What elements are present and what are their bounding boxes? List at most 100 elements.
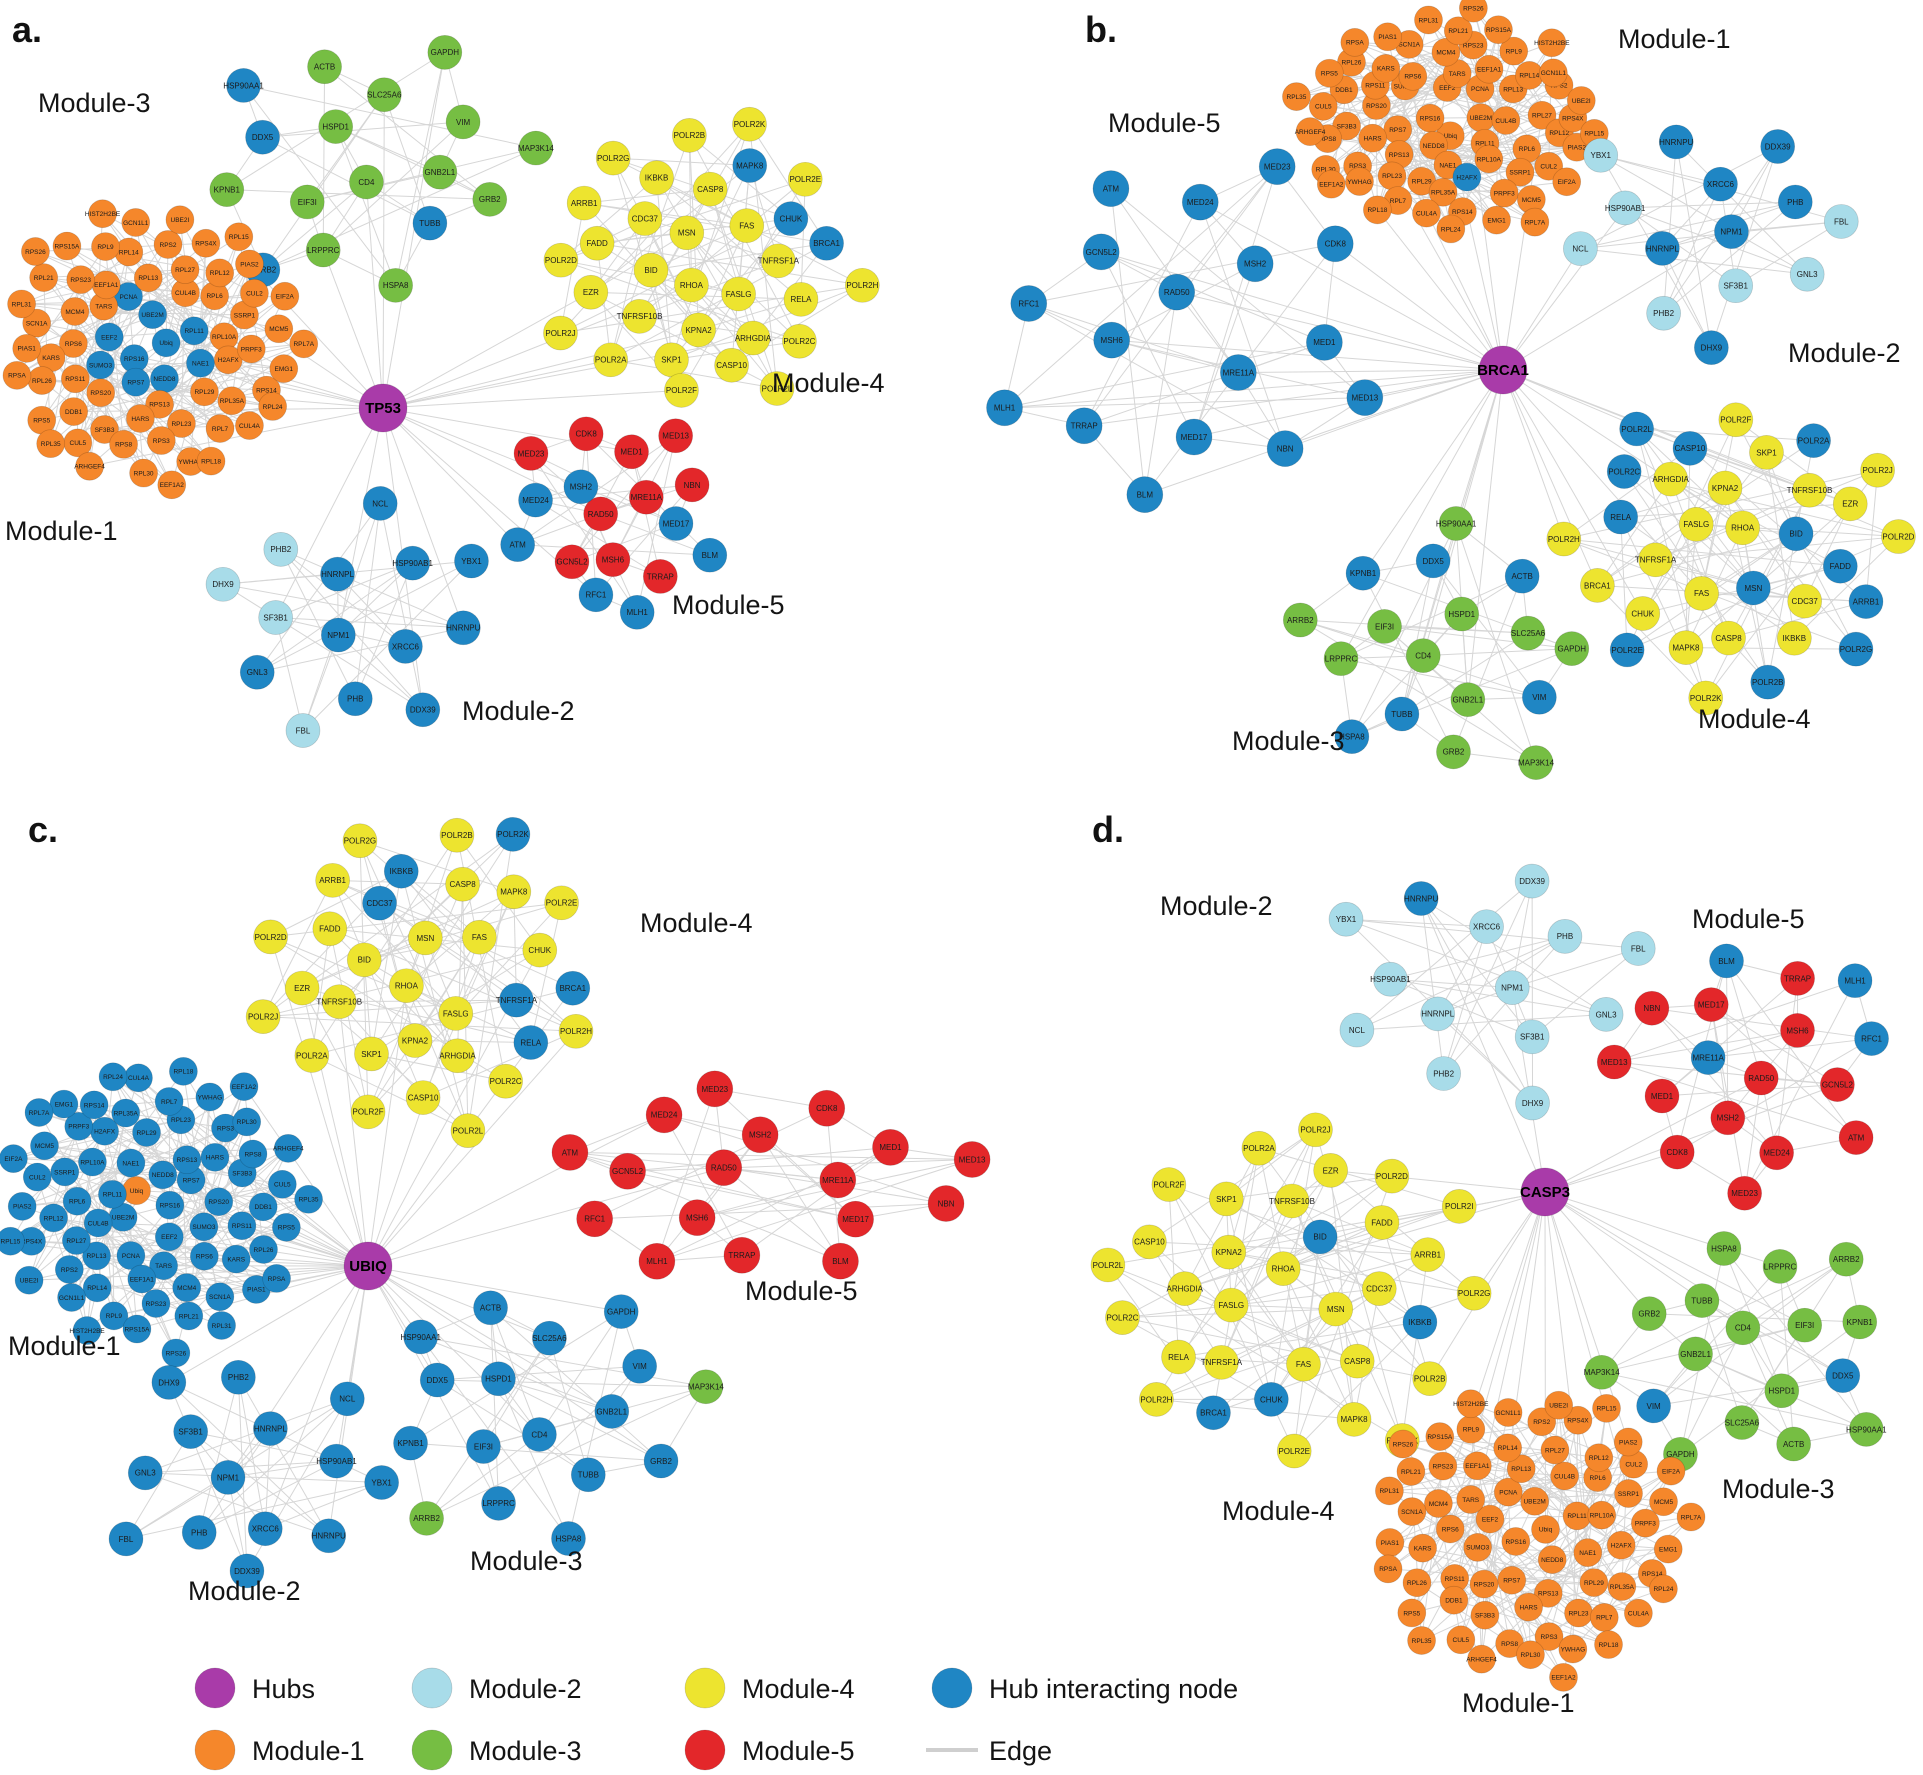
node-MRE11A[interactable]: MRE11A	[1690, 1040, 1726, 1075]
node-circle-NCL[interactable]	[329, 1381, 365, 1417]
node-circle-HSP90AA1[interactable]	[1438, 506, 1474, 541]
node-circle-GRB2[interactable]	[1631, 1296, 1667, 1332]
node-MSH6[interactable]: MSH6	[1780, 1013, 1815, 1048]
node-MED13[interactable]: MED13	[658, 418, 693, 454]
node-circle-PCNA[interactable]	[1493, 1477, 1523, 1507]
node-circle-RPL15[interactable]	[224, 222, 254, 252]
node-RPL27[interactable]: RPL27	[170, 255, 200, 284]
node-POLR2L[interactable]: POLR2L	[450, 1113, 486, 1149]
node-HSPD1[interactable]: HSPD1	[1764, 1373, 1800, 1409]
node-SUMO3[interactable]: SUMO3	[1463, 1533, 1493, 1562]
node-circle-TRRAP[interactable]	[723, 1236, 761, 1274]
node-circle-RPS3[interactable]	[1534, 1622, 1564, 1651]
node-circle-LRPPRC[interactable]	[1323, 641, 1359, 677]
node-BRCA1[interactable]: BRCA1	[1580, 568, 1615, 603]
node-RPL18[interactable]: RPL18	[1363, 195, 1392, 225]
node-EEF2[interactable]: EEF2	[94, 322, 124, 352]
node-circle-RPL7[interactable]	[1589, 1603, 1619, 1632]
node-BRCA1[interactable]: BRCA1	[809, 225, 844, 261]
node-GAPDH[interactable]: GAPDH	[1554, 631, 1590, 667]
node-circle-TNFRSF1A[interactable]	[760, 243, 796, 279]
node-CUL4A[interactable]: CUL4A	[235, 411, 264, 440]
node-circle-CASP8[interactable]	[445, 866, 480, 902]
node-circle-BID[interactable]	[346, 942, 382, 978]
node-POLR2E[interactable]: POLR2E	[787, 161, 823, 197]
node-circle-KARS[interactable]	[1371, 54, 1401, 83]
node-GCN5L2[interactable]: GCN5L2	[1082, 233, 1120, 271]
node-POLR2F[interactable]: POLR2F	[664, 372, 699, 408]
node-circle-MED24[interactable]	[645, 1096, 683, 1134]
node-RPL31[interactable]: RPL31	[1375, 1476, 1404, 1506]
node-RPL11[interactable]: RPL11	[98, 1179, 127, 1209]
node-DDB1[interactable]: DDB1	[59, 397, 89, 426]
node-HARS[interactable]: HARS	[1514, 1592, 1543, 1622]
node-circle-NAE1[interactable]	[186, 348, 215, 378]
node-circle-TNFRSF10B[interactable]	[1274, 1183, 1310, 1219]
node-circle-DHX9[interactable]	[205, 566, 241, 602]
node-RPS11[interactable]: RPS11	[60, 364, 90, 394]
node-circle-RPL27[interactable]	[170, 255, 200, 284]
node-circle-GCN5L2[interactable]	[609, 1152, 646, 1190]
node-circle-CD4[interactable]	[349, 164, 384, 200]
node-circle-YBX1[interactable]	[1583, 137, 1619, 173]
node-circle-CDK8[interactable]	[1316, 225, 1354, 263]
node-circle-POLR2F[interactable]	[1718, 402, 1754, 438]
node-circle-XRCC6[interactable]	[1703, 166, 1738, 202]
node-circle-POLR2D[interactable]	[543, 242, 579, 278]
node-GNB2L1[interactable]: GNB2L1	[1450, 682, 1486, 718]
node-circle-Ubiq[interactable]	[1531, 1515, 1560, 1544]
node-circle-FADD[interactable]	[579, 225, 615, 261]
node-SCN1A[interactable]: SCN1A	[205, 1282, 235, 1312]
node-RPS26[interactable]: RPS26	[21, 237, 50, 266]
node-CASP8[interactable]: CASP8	[1711, 620, 1746, 656]
node-POLR2G[interactable]: POLR2G	[595, 140, 631, 176]
node-RPL18[interactable]: RPL18	[196, 446, 226, 476]
node-PIAS1[interactable]: PIAS1	[1375, 1528, 1405, 1557]
node-circle-EIF3I[interactable]	[466, 1429, 501, 1464]
node-RPL18[interactable]: RPL18	[1594, 1630, 1623, 1659]
node-GRB2[interactable]: GRB2	[643, 1443, 679, 1479]
node-circle-MAPK8[interactable]	[1668, 630, 1704, 665]
node-CDC37[interactable]: CDC37	[1787, 583, 1823, 619]
node-SLC25A6[interactable]: SLC25A6	[1724, 1405, 1760, 1440]
node-FAS[interactable]: FAS	[729, 208, 765, 243]
node-HARS[interactable]: HARS	[200, 1142, 230, 1172]
node-FBL[interactable]: FBL	[1620, 931, 1656, 966]
node-circle-RAD50[interactable]	[1158, 273, 1196, 311]
node-MED24[interactable]: MED24	[518, 482, 553, 518]
node-RPL14[interactable]: RPL14	[1515, 61, 1544, 90]
node-RPS5[interactable]: RPS5	[1397, 1598, 1427, 1628]
node-BID[interactable]: BID	[346, 942, 382, 978]
node-RAD50[interactable]: RAD50	[1743, 1060, 1779, 1096]
node-circle-TRRAP[interactable]	[1780, 961, 1815, 996]
node-CASP10[interactable]: CASP10	[1672, 430, 1708, 466]
node-GNB2L1[interactable]: GNB2L1	[594, 1394, 630, 1429]
node-circle-ATM[interactable]	[500, 527, 536, 562]
node-circle-RPL30[interactable]	[1516, 1640, 1545, 1670]
node-EEF1A1[interactable]: EEF1A1	[1474, 54, 1504, 84]
node-circle-TNFRSF1A[interactable]	[1204, 1344, 1239, 1380]
node-EZR[interactable]: EZR	[1313, 1153, 1348, 1188]
node-circle-NEDD8[interactable]	[1419, 131, 1449, 160]
node-circle-ARRB1[interactable]	[566, 185, 602, 221]
node-circle-FASLG[interactable]	[438, 996, 474, 1031]
node-circle-CUL5[interactable]	[1308, 92, 1338, 121]
node-EEF1A2[interactable]: EEF1A2	[1316, 169, 1346, 199]
node-circle-RPS6[interactable]	[189, 1241, 219, 1271]
node-circle-CASP8[interactable]	[1711, 620, 1746, 656]
node-MED17[interactable]: MED17	[658, 506, 694, 541]
node-HSP90AB1[interactable]: HSP90AB1	[1605, 190, 1646, 226]
node-MED24[interactable]: MED24	[1181, 183, 1219, 221]
node-ACTB[interactable]: ACTB	[473, 1290, 508, 1326]
node-circle-POLR2D[interactable]	[1881, 519, 1916, 554]
node-circle-MSH2[interactable]	[563, 469, 599, 505]
node-HSPD1[interactable]: HSPD1	[481, 1361, 516, 1397]
node-circle-GCN1L1[interactable]	[1493, 1398, 1523, 1427]
node-circle-RPL35A[interactable]	[217, 386, 247, 416]
node-circle-CD4[interactable]	[1405, 638, 1441, 674]
node-circle-MAPK8[interactable]	[732, 148, 768, 183]
node-circle-SF3B3[interactable]	[1470, 1600, 1500, 1630]
node-circle-MSN[interactable]	[1318, 1291, 1354, 1327]
node-circle-SCN1A[interactable]	[22, 308, 52, 338]
node-circle-TRRAP[interactable]	[1065, 407, 1103, 445]
